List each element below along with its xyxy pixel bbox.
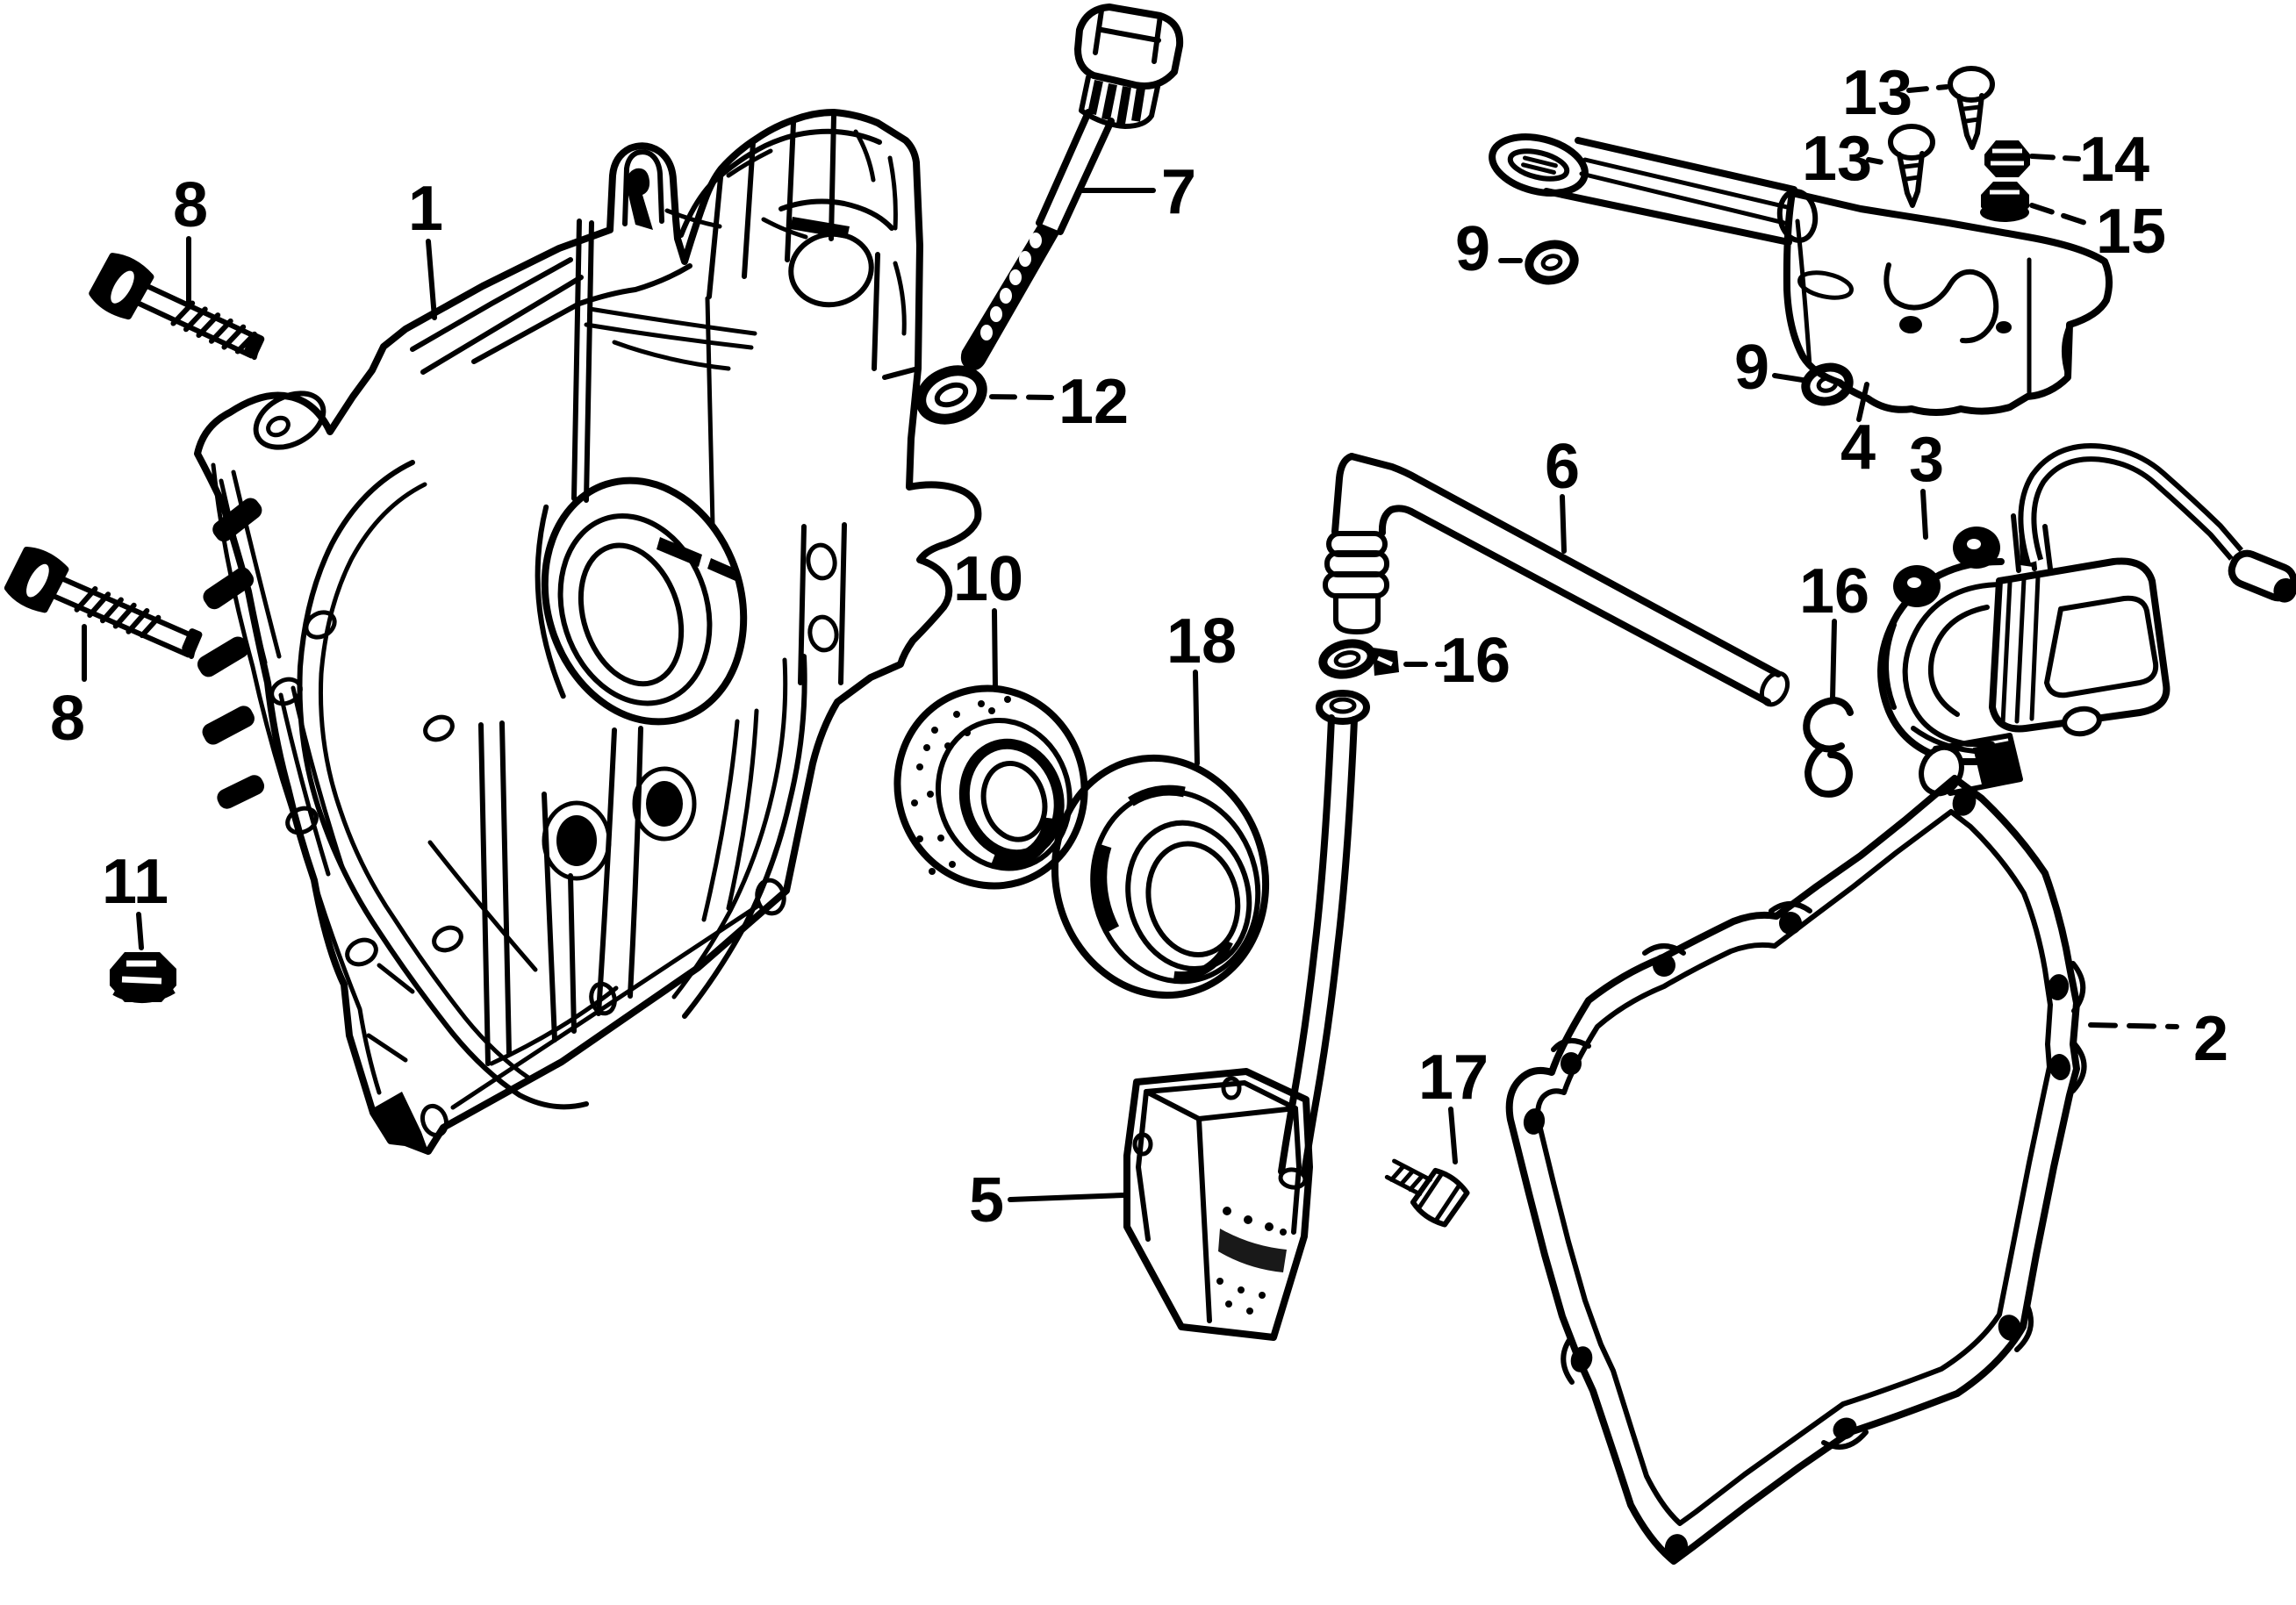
- svg-text:3: 3: [1909, 425, 1944, 495]
- svg-text:9: 9: [1455, 214, 1490, 284]
- svg-text:7: 7: [1161, 157, 1196, 227]
- svg-text:5: 5: [969, 1165, 1004, 1236]
- svg-text:1: 1: [408, 174, 443, 244]
- svg-text:15: 15: [2096, 197, 2166, 267]
- svg-text:8: 8: [50, 684, 85, 754]
- svg-text:2: 2: [2193, 1004, 2228, 1074]
- svg-text:8: 8: [173, 170, 208, 240]
- svg-text:14: 14: [2079, 125, 2149, 195]
- svg-text:18: 18: [1166, 606, 1237, 677]
- svg-text:16: 16: [1799, 556, 1869, 627]
- svg-text:6: 6: [1545, 432, 1580, 502]
- svg-text:11: 11: [102, 847, 169, 917]
- svg-text:9: 9: [1734, 333, 1769, 403]
- svg-text:13: 13: [1802, 124, 1872, 194]
- svg-text:13: 13: [1842, 58, 1912, 128]
- svg-text:12: 12: [1058, 367, 1129, 437]
- svg-text:16: 16: [1440, 626, 1510, 696]
- svg-text:10: 10: [953, 544, 1023, 614]
- svg-text:17: 17: [1418, 1043, 1489, 1113]
- svg-text:4: 4: [1840, 412, 1876, 483]
